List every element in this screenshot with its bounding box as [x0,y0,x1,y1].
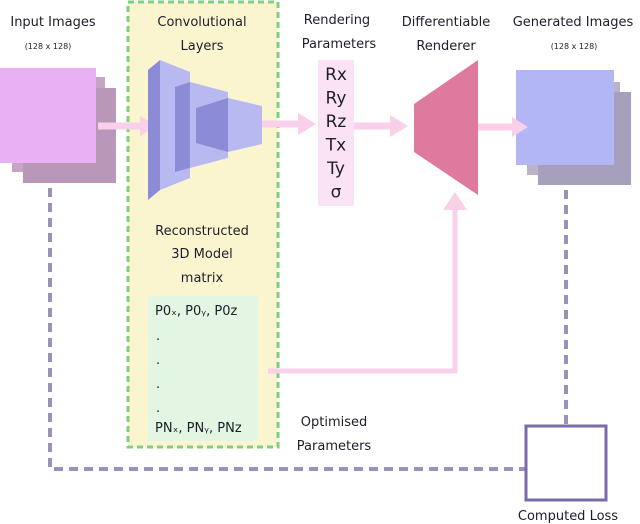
conv-block-3-side [196,98,228,152]
optimised-label-1: Optimised [301,415,368,430]
input-images-title: Input Images [10,15,96,30]
computed-loss-box [524,424,608,502]
conv-network-shape [148,60,262,200]
renderer-title-2: Renderer [416,39,476,54]
computed-loss-label: Computed Loss [518,509,618,524]
matrix-first-row: P0ₓ, P0ᵧ, P0z [155,304,237,319]
generated-images-size: (128 x 128) [551,42,598,51]
input-images-stack [0,68,116,183]
arrow-matrix-to-renderer [268,208,458,374]
matrix-dot-2: . [156,377,160,392]
model-matrix-title-3: matrix [181,271,224,286]
flow-arrows [98,113,528,374]
arrow-params-to-renderer-head [390,115,408,137]
rendering-params-title-1: Rendering [304,13,370,28]
conv-block-3 [228,98,262,152]
model-matrix-box [148,296,258,441]
input-image-front [0,68,96,163]
generated-images-stack [516,70,631,185]
arrow-renderer-to-generated-head [512,117,528,137]
rendering-param-5: σ [331,183,342,203]
input-to-loss-line [48,188,526,471]
rendering-param-4: Ty [326,159,345,179]
generated-images-title: Generated Images [513,15,634,30]
model-matrix-title-1: Reconstructed [155,224,249,239]
rendering-params-box [318,60,354,206]
matrix-last-row: PNₓ, PNᵧ, PNz [155,421,242,436]
matrix-dot-3: . [156,401,160,416]
model-matrix-title-2: 3D Model [171,247,232,262]
optimised-label-2: Parameters [297,439,372,454]
matrix-dots: .... [156,329,160,416]
rendering-param-2: Rz [326,112,347,132]
loss-path [48,188,568,471]
conv-layers-title-2: Layers [180,39,223,54]
matrix-dot-0: . [156,329,160,344]
input-images-size: (128 x 128) [25,42,72,51]
rendering-param-1: Ry [326,89,347,109]
differentiable-renderer-shape [414,60,478,195]
renderer-title-1: Differentiable [402,15,490,30]
conv-layers-title-1: Convolutional [157,15,246,30]
arrow-matrix-to-renderer-head [443,192,467,210]
conv-block-2-side [175,82,190,172]
conv-block-1-side [148,60,160,200]
arrow-conv-to-params-head [298,113,316,135]
generated-image-front [516,70,614,165]
rendering-param-0: Rx [325,65,347,85]
matrix-dot-1: . [156,353,160,368]
rendering-params-title-2: Parameters [302,37,377,52]
rendering-param-3: Tx [325,136,346,156]
